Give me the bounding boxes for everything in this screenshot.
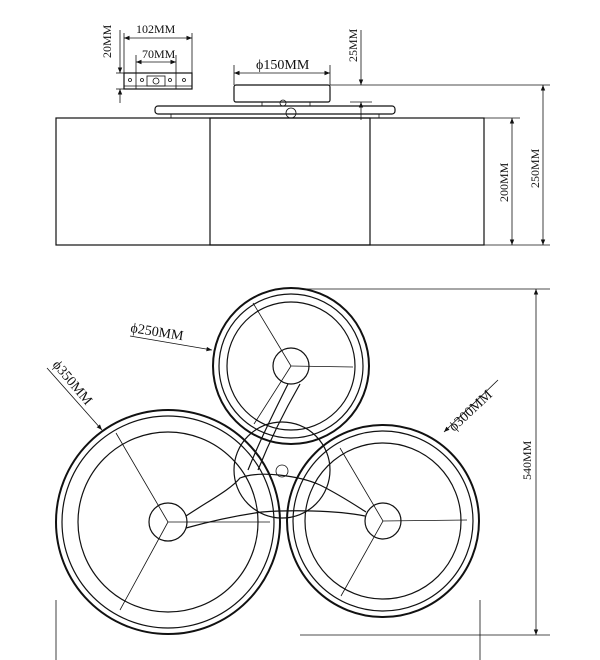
shade-large	[55, 409, 281, 635]
canopy-height-label: 25MM	[346, 28, 360, 62]
shade-medium-diameter-label: ϕ300MM	[446, 387, 496, 435]
support-arms	[185, 383, 367, 529]
central-canopy	[233, 421, 331, 519]
mounting-bracket	[123, 33, 193, 90]
shade-large-diameter-label: ϕ350MM	[49, 358, 95, 409]
shade-medium	[286, 424, 480, 618]
canopy-diameter-label: ϕ150MM	[256, 58, 310, 73]
shade-side-profile	[55, 117, 485, 246]
bracket-height-label: 20MM	[100, 24, 114, 58]
total-depth-label: 540MM	[520, 440, 534, 480]
plan-view: ϕ250MM ϕ350MM ϕ300MM 540MM	[46, 287, 550, 660]
bracket-width-label: 102MM	[136, 22, 176, 36]
bracket-hole-label: 70MM	[142, 47, 176, 61]
shade-small	[212, 287, 370, 445]
total-height-label: 250MM	[528, 148, 542, 188]
side-elevation-view: 102MM 70MM 20MM ϕ150MM 25MM	[55, 22, 550, 246]
shade-height-label: 200MM	[497, 162, 511, 202]
